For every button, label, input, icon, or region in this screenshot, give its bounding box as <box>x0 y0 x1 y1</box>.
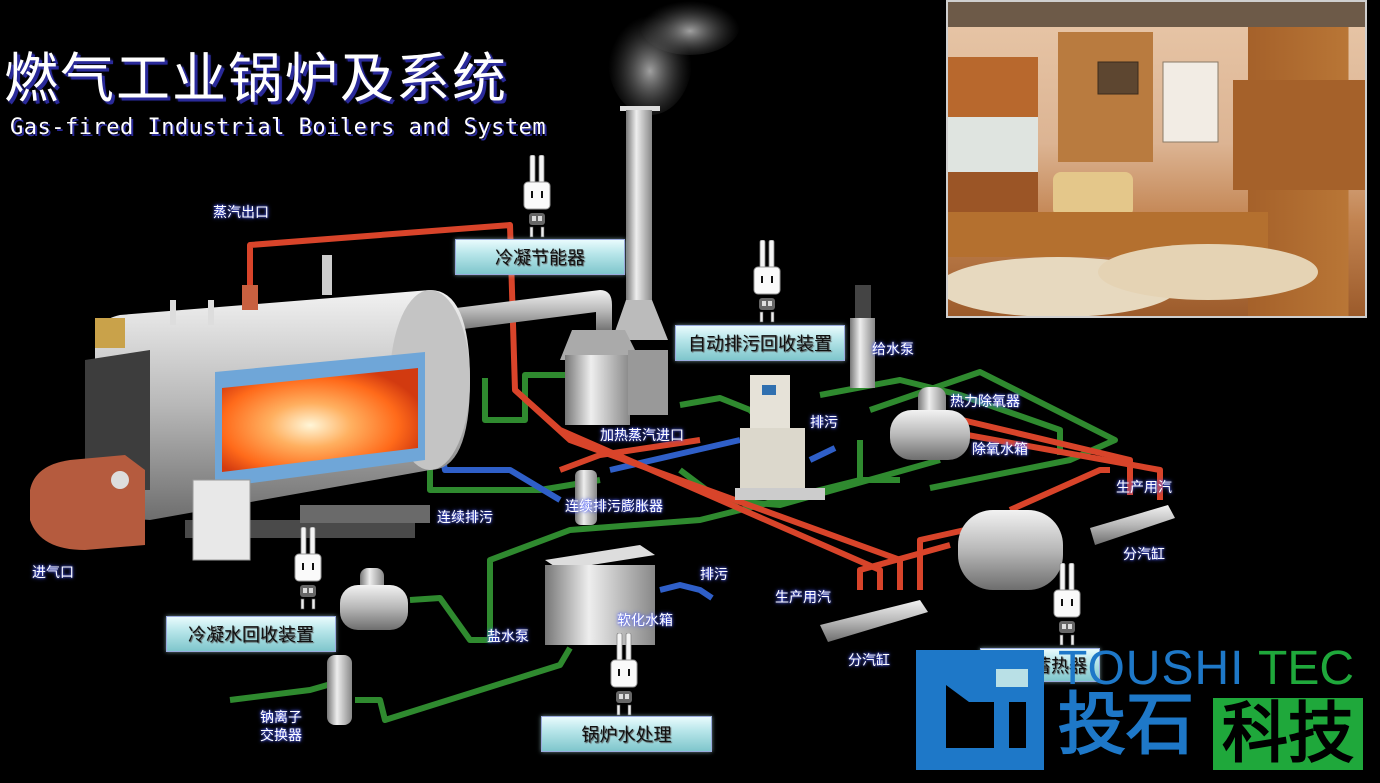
flash-tank <box>575 470 597 525</box>
toushi-logo-icon <box>916 650 1044 770</box>
rabbit-mascot-icon <box>1052 563 1082 653</box>
label-blowdown-2: 排污 <box>700 567 728 583</box>
rabbit-mascot-icon <box>752 240 782 330</box>
label-steam-outlet: 蒸汽出口 <box>213 205 269 221</box>
label-sodium-ion-exchanger-line2: 交换器 <box>260 728 302 744</box>
condensing-economizer-unit <box>560 330 668 425</box>
logo-text-keji-cn: 科技 <box>1213 698 1363 770</box>
condensate-tank <box>340 568 408 630</box>
label-blowdown-1: 排污 <box>810 415 838 431</box>
label-blowdown-flash-tank: 连续排污膨胀器 <box>565 499 663 515</box>
label-steam-header-1: 分汽缸 <box>1123 547 1165 563</box>
label-steam-header-2: 分汽缸 <box>848 653 890 669</box>
callout-condensate-recovery[interactable]: 冷凝水回收装置 <box>166 616 336 652</box>
logo-text-tec: TEC <box>1258 642 1354 695</box>
deaerator <box>890 387 970 460</box>
auto-blowdown-unit <box>735 375 825 500</box>
chimney-smoke <box>608 0 740 115</box>
page-subtitle: Gas-fired Industrial Boilers and System <box>10 115 547 140</box>
steam-header-1 <box>820 600 928 642</box>
rabbit-mascot-icon <box>522 155 552 245</box>
page-title: 燃气工业锅炉及系统 <box>4 47 508 110</box>
label-feed-pump: 给水泵 <box>872 342 914 358</box>
label-process-steam-1: 生产用汽 <box>1116 480 1172 496</box>
label-deaerator-tank: 除氧水箱 <box>972 442 1028 458</box>
label-heating-steam-inlet: 加热蒸汽进口 <box>600 428 684 444</box>
flue-duct <box>440 290 612 332</box>
logo-text-toushi-cn: 投石 <box>1058 686 1195 765</box>
chimney <box>612 106 668 340</box>
label-sodium-ion-exchanger: 钠离子 交换器 <box>260 709 302 745</box>
label-thermal-deaerator: 热力除氧器 <box>950 394 1020 410</box>
callout-auto-blowdown-recovery[interactable]: 自动排污回收装置 <box>675 325 845 361</box>
label-continuous-blowdown: 连续排污 <box>437 510 493 526</box>
logo-text-toushi: TOUSHI <box>1058 642 1245 695</box>
callout-condensing-economizer[interactable]: 冷凝节能器 <box>455 239 625 275</box>
rabbit-mascot-icon <box>609 633 639 723</box>
video-inset[interactable] <box>946 0 1367 318</box>
callout-boiler-water-treatment[interactable]: 锅炉水处理 <box>541 716 712 752</box>
label-gas-inlet: 进气口 <box>32 565 74 581</box>
video-frame-room-scene <box>948 32 1365 316</box>
label-process-steam-2: 生产用汽 <box>775 590 831 606</box>
label-softened-water-tank: 软化水箱 <box>617 613 673 629</box>
boiler <box>30 255 470 561</box>
softened-water-tank <box>545 545 655 645</box>
label-sodium-ion-exchanger-line1: 钠离子 <box>260 710 302 726</box>
ion-exchanger <box>327 655 352 725</box>
label-brine-pump: 盐水泵 <box>487 629 529 645</box>
heat-accumulator-tank <box>958 510 1063 590</box>
steam-header-2 <box>1090 505 1175 545</box>
rabbit-mascot-icon <box>293 527 323 617</box>
feed-pump <box>850 285 875 388</box>
